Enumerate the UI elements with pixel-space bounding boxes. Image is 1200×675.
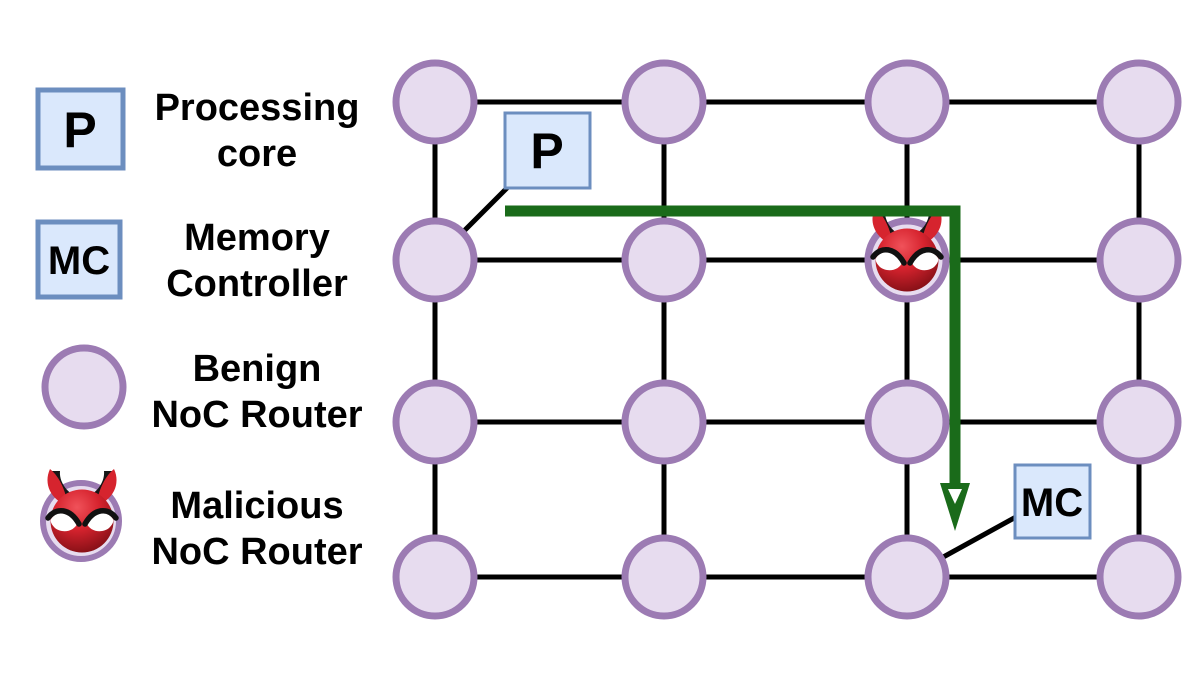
legend-mc-symbol: MC [48, 239, 110, 283]
legend-item-memory-controller: MC Memory Controller [35, 217, 348, 305]
legend: P Processing core MC Memory Controller B… [35, 87, 363, 573]
benign-noc-router [621, 379, 707, 465]
benign-noc-router [392, 59, 478, 145]
legend-p-box [35, 87, 126, 171]
legend-processing-line2: core [217, 133, 297, 175]
noc-routers [392, 59, 1182, 620]
benign-noc-router [392, 217, 478, 303]
legend-p-symbol: P [63, 102, 96, 158]
legend-memory-line1: Memory [184, 217, 330, 259]
legend-benign-line1: Benign [193, 348, 322, 390]
benign-noc-router [392, 379, 478, 465]
benign-noc-router [1096, 379, 1182, 465]
attack-route-arrow [505, 205, 970, 531]
legend-item-processing-core: P Processing core [35, 87, 360, 175]
benign-noc-router [1096, 534, 1182, 620]
benign-noc-router [621, 59, 707, 145]
noc-mesh-links [432, 99, 1142, 580]
benign-noc-router [1096, 217, 1182, 303]
benign-noc-router [864, 379, 950, 465]
attack-route-arrowhead [940, 483, 970, 531]
legend-item-benign-router: Benign NoC Router [41, 344, 363, 436]
memory-controller-box: MC [1013, 463, 1092, 540]
benign-noc-router [1096, 59, 1182, 145]
benign-noc-router [392, 534, 478, 620]
attack-route-path [505, 205, 961, 486]
legend-mc-box [35, 219, 123, 300]
processing-core-box: P [503, 111, 592, 190]
attack-route-arrowhead-notch [948, 489, 962, 504]
benign-noc-router [621, 534, 707, 620]
legend-benign-line2: NoC Router [151, 394, 362, 436]
processing-core-label: P [530, 123, 563, 179]
legend-benign-router-icon [41, 344, 127, 430]
benign-noc-router [864, 59, 950, 145]
processing-core-rect [503, 111, 592, 190]
benign-noc-router [864, 534, 950, 620]
legend-memory-line2: Controller [166, 263, 348, 305]
legend-malicious-line2: NoC Router [151, 531, 362, 573]
legend-processing-line1: Processing [155, 87, 360, 129]
memory-controller-label: MC [1021, 481, 1083, 525]
legend-item-malicious-router: Malicious NoC Router [40, 469, 363, 573]
memory-controller-rect [1013, 463, 1092, 540]
benign-noc-router [621, 217, 707, 303]
legend-malicious-line1: Malicious [170, 485, 343, 527]
